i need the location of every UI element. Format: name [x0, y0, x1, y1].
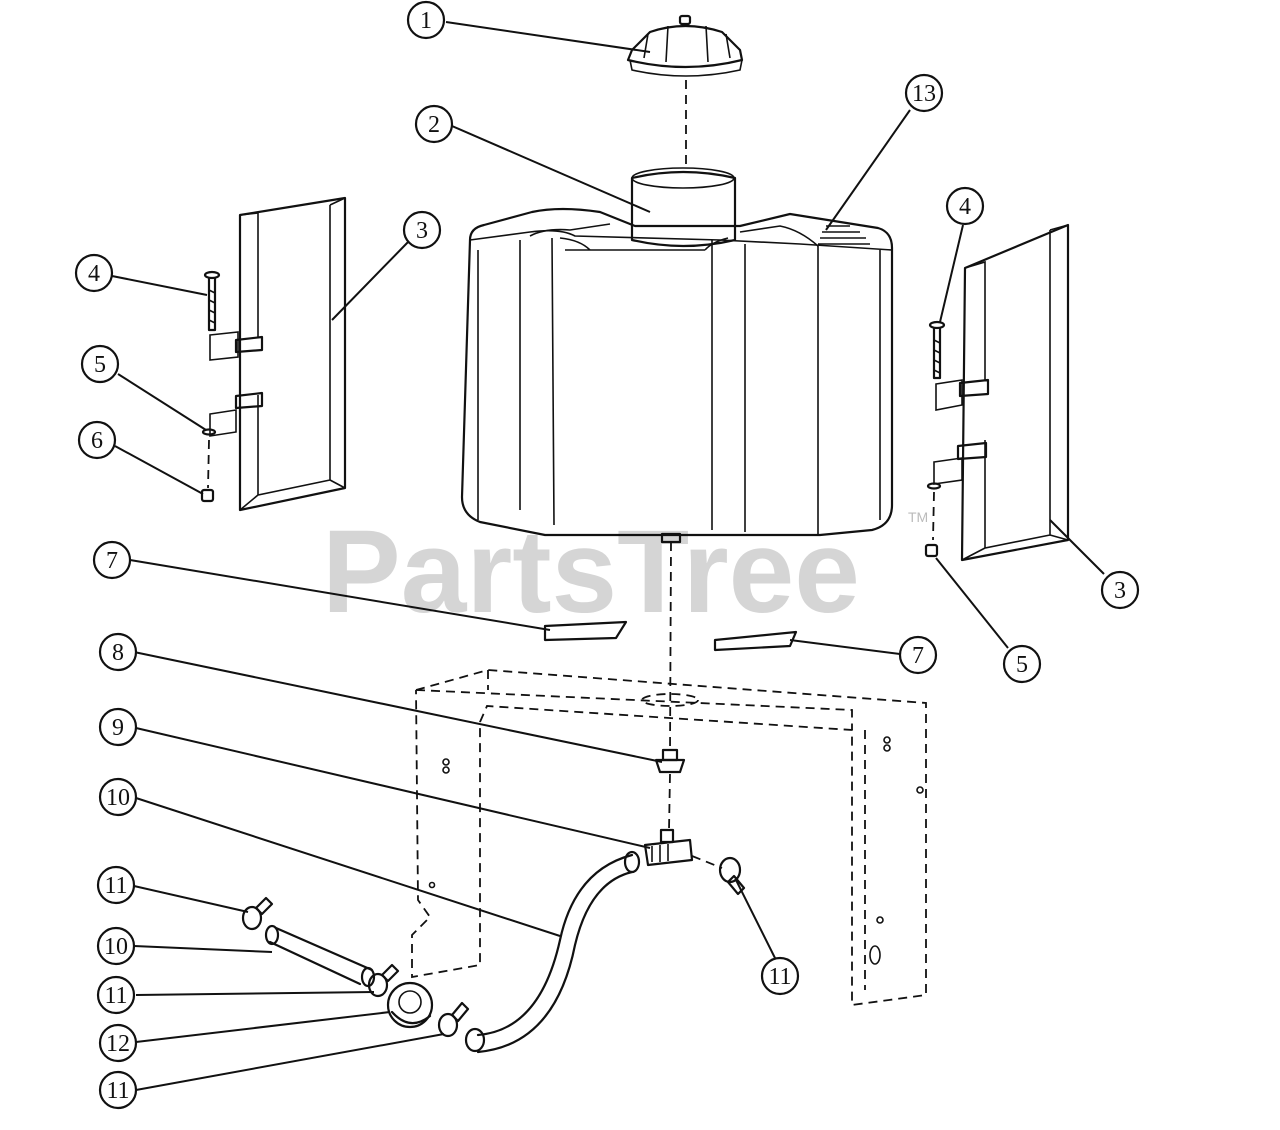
fuel-filter: [386, 981, 434, 1029]
callout-11-b: 11: [96, 975, 136, 1015]
callout-5-left-label: 5: [94, 352, 106, 378]
callout-11-a: 11: [96, 865, 136, 905]
callout-11-d-label: 11: [768, 964, 791, 990]
leader-lines: [111, 21, 1105, 1091]
callout-9-label: 9: [112, 715, 124, 741]
callout-8-label: 8: [112, 640, 124, 666]
fuel-hose-short: [264, 924, 376, 988]
callout-10-lower-label: 10: [104, 934, 128, 960]
callout-7-left-label: 7: [106, 548, 118, 574]
callout-5-right-label: 5: [1016, 652, 1028, 678]
callout-6: 6: [77, 420, 117, 460]
mounting-bracket: [411, 669, 927, 1007]
callout-7-left: 7: [92, 540, 132, 580]
callout-8: 8: [98, 632, 138, 672]
callout-4-left-label: 4: [88, 261, 100, 287]
callout-11-d: 11: [760, 956, 800, 996]
callout-1: 1: [406, 0, 446, 40]
callout-3-left-label: 3: [416, 218, 428, 244]
fuel-hose-long: [476, 853, 634, 1037]
callout-3-right: 3: [1100, 570, 1140, 610]
callout-10-upper: 10: [98, 777, 138, 817]
callout-4-right: 4: [945, 186, 985, 226]
watermark: PartsTree TM: [322, 506, 928, 638]
callout-5-right: 5: [1002, 644, 1042, 684]
hose-clamp-2: [367, 963, 400, 998]
fuel-tank: [460, 167, 894, 544]
hose-clamp-1: [241, 896, 274, 931]
hose-clamp-3: [437, 1001, 470, 1038]
washer-nut-right: [924, 457, 963, 558]
callout-4-right-label: 4: [959, 194, 971, 220]
callout-5-left: 5: [80, 344, 120, 384]
callout-11-c-label: 11: [106, 1078, 129, 1104]
callout-10-upper-label: 10: [106, 785, 130, 811]
callout-9: 9: [98, 707, 138, 747]
hose-clamp-4: [718, 856, 746, 896]
callout-4-left: 4: [74, 253, 114, 293]
callout-11-a-label: 11: [104, 873, 127, 899]
washer-nut-left: [200, 409, 237, 503]
callout-3-left: 3: [402, 210, 442, 250]
callout-2-label: 2: [428, 112, 440, 138]
pad-right: [713, 630, 798, 652]
fitting-axis-line: [668, 773, 671, 831]
tank-fitting: [654, 748, 686, 774]
callout-1-label: 1: [420, 8, 432, 34]
bolt-right: [928, 320, 963, 411]
pad-left: [543, 620, 628, 642]
callout-11-c: 11: [98, 1070, 138, 1110]
fuel-cap: [626, 14, 744, 77]
outlet-axis-line: [669, 541, 672, 753]
callout-2: 2: [414, 104, 454, 144]
fuel-hose-long-edge: [476, 870, 634, 1054]
callout-12-label: 12: [106, 1031, 130, 1057]
callout-7-right-label: 7: [912, 643, 924, 669]
tank-strap-right: [956, 223, 1070, 562]
callout-13: 13: [904, 73, 944, 113]
watermark-text: PartsTree: [322, 506, 860, 638]
tank-strap-left: [234, 196, 347, 512]
callout-12: 12: [98, 1023, 138, 1063]
watermark-trademark: TM: [908, 509, 928, 525]
callout-10-lower: 10: [96, 926, 136, 966]
callout-11-b-label: 11: [104, 983, 127, 1009]
callout-6-label: 6: [91, 428, 103, 454]
callout-3-right-label: 3: [1114, 578, 1126, 604]
callout-7-right: 7: [898, 635, 938, 675]
callout-13-label: 13: [912, 81, 936, 107]
tee-valve: [643, 828, 723, 869]
bolt-left: [203, 270, 239, 361]
